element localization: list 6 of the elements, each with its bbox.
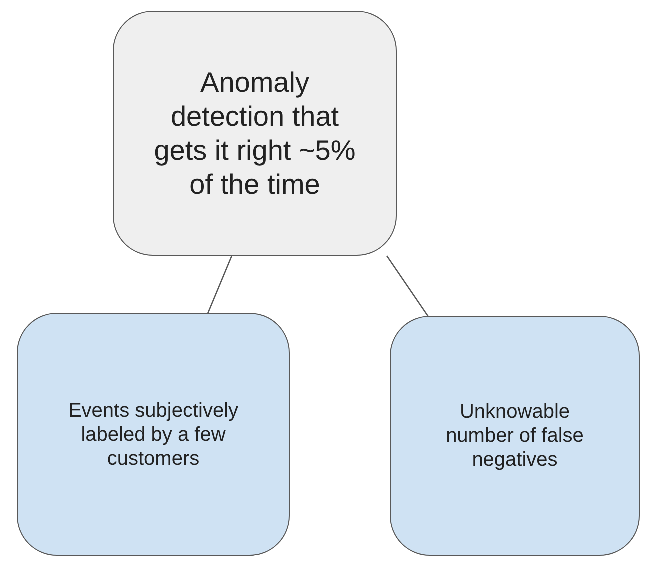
node-text: Anomaly detection that gets it right ~5% of the time [153,66,357,202]
rounded-box [390,316,640,556]
rounded-box [17,313,290,556]
node-text: Events subjectively labeled by a few customers [67,398,240,470]
rounded-box [113,11,397,256]
node-text: Unknowable number of false negatives [445,400,585,472]
